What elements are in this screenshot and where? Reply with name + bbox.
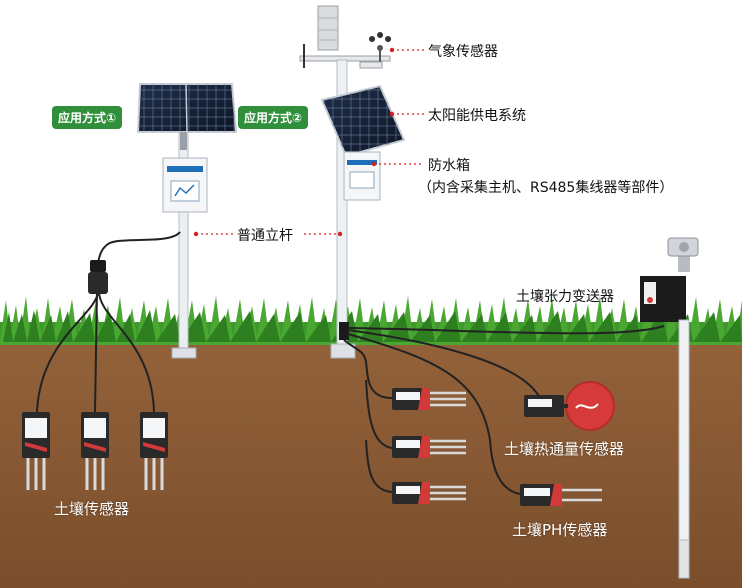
- left-soil-sensors: [22, 412, 168, 490]
- ph-sensor-device: [520, 484, 602, 506]
- solar-power-label: 太阳能供电系统: [428, 108, 526, 124]
- right-waterproof-box: [343, 151, 381, 201]
- left-solar-panel: [136, 83, 238, 150]
- grass-strip: [0, 296, 742, 345]
- pole-label: 普通立杆: [237, 228, 293, 244]
- waterproof-box-note: （内含采集主机、RS485集线器等部件）: [418, 180, 674, 196]
- option2-badge: 应用方式②: [238, 106, 309, 129]
- tensiometer-label: 土壤张力变送器: [516, 289, 614, 305]
- right-soil-sensors: [392, 388, 466, 504]
- right-cable-bundle: [343, 325, 665, 495]
- leader-lines: [196, 49, 424, 235]
- weather-sensor-label: 气象传感器: [428, 44, 498, 60]
- left-station: [136, 83, 238, 359]
- tensiometer-device: [640, 237, 699, 579]
- left-cable-bundle: [36, 231, 181, 413]
- option1-badge: 应用方式①: [52, 106, 123, 129]
- ph-sensor-label: 土壤PH传感器: [512, 521, 608, 539]
- heat-flux-sensor-label: 土壤热通量传感器: [504, 440, 625, 458]
- left-waterproof-box: [162, 157, 208, 213]
- weather-sensor: [299, 5, 392, 69]
- soil-sensor-label: 土壤传感器: [54, 500, 130, 518]
- waterproof-box-label: 防水箱: [428, 158, 470, 174]
- soil-ground: [0, 338, 742, 588]
- heat-flux-sensor-device: [524, 381, 615, 431]
- right-station: [299, 5, 406, 359]
- leader-dots: [193, 47, 395, 237]
- right-solar-panel: [320, 84, 406, 158]
- cable-splitter: [88, 260, 108, 294]
